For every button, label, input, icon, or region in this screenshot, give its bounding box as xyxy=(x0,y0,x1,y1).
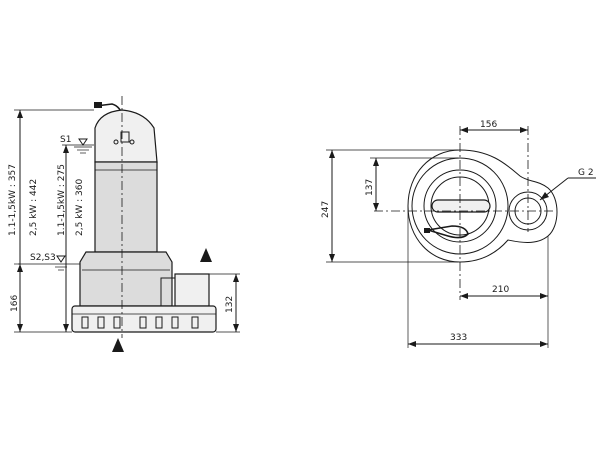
outlet-thread-label: G 2 xyxy=(578,168,594,178)
dim-base-height-label: 166 xyxy=(10,295,20,312)
dim-foot-height-label: 132 xyxy=(225,296,235,313)
level-marker-s23: S2,S3 xyxy=(18,253,80,271)
head-bolt-right xyxy=(129,139,135,145)
dim-width-210: 210 xyxy=(460,236,549,348)
handle-bracket xyxy=(120,131,130,143)
section-arrow-bottom xyxy=(112,338,124,352)
dim-pump-height-b: 2,5 kW : 360 xyxy=(75,179,85,236)
top-view: 156 137 247 210 xyxy=(321,120,596,348)
dim-overall-height: 1.1-1,5kW : 357 2,5 kW : 442 xyxy=(8,109,94,333)
dim-height-137: 137 xyxy=(365,157,458,211)
motor-head xyxy=(94,109,158,163)
dim-overall-height-b: 2,5 kW : 442 xyxy=(29,179,39,236)
dim-137-label: 137 xyxy=(365,179,375,196)
dim-pump-height: 1.1-1,5kW : 275 2,5 kW : 360 xyxy=(57,144,94,332)
strainer-base xyxy=(71,305,217,333)
cable-gland-top xyxy=(424,228,430,233)
motor-housing xyxy=(94,161,158,253)
dim-333-label: 333 xyxy=(450,333,467,343)
dim-width-156: 156 xyxy=(460,120,528,133)
dim-247-label: 247 xyxy=(321,201,331,218)
dim-base-height: 166 xyxy=(10,263,23,312)
side-view: 1.1-1,5kW : 357 2,5 kW : 442 1.1-1,5kW :… xyxy=(8,96,240,352)
dim-pump-height-a: 1.1-1,5kW : 275 xyxy=(57,164,67,236)
section-arrow-top xyxy=(200,248,212,262)
dim-210-label: 210 xyxy=(492,285,509,295)
outlet-thread-callout: G 2 xyxy=(539,168,596,201)
handle-bar xyxy=(431,199,491,213)
dim-156-label: 156 xyxy=(480,120,497,130)
dim-foot-height: 132 xyxy=(209,273,240,333)
strainer-slots xyxy=(81,316,199,329)
dim-width-333: 333 xyxy=(407,206,548,348)
pump-housing xyxy=(79,251,173,307)
level-label-s23: S2,S3 xyxy=(30,253,56,263)
level-marker-s1: S1 xyxy=(60,135,92,154)
dim-overall-height-a: 1.1-1,5kW : 357 xyxy=(8,164,18,236)
level-label-s1: S1 xyxy=(60,135,71,145)
cable-outlet xyxy=(427,225,469,239)
cable-gland xyxy=(94,102,102,108)
discharge-flange xyxy=(174,273,210,307)
head-bolt-left xyxy=(113,139,119,145)
dim-height-247: 247 xyxy=(321,149,458,263)
